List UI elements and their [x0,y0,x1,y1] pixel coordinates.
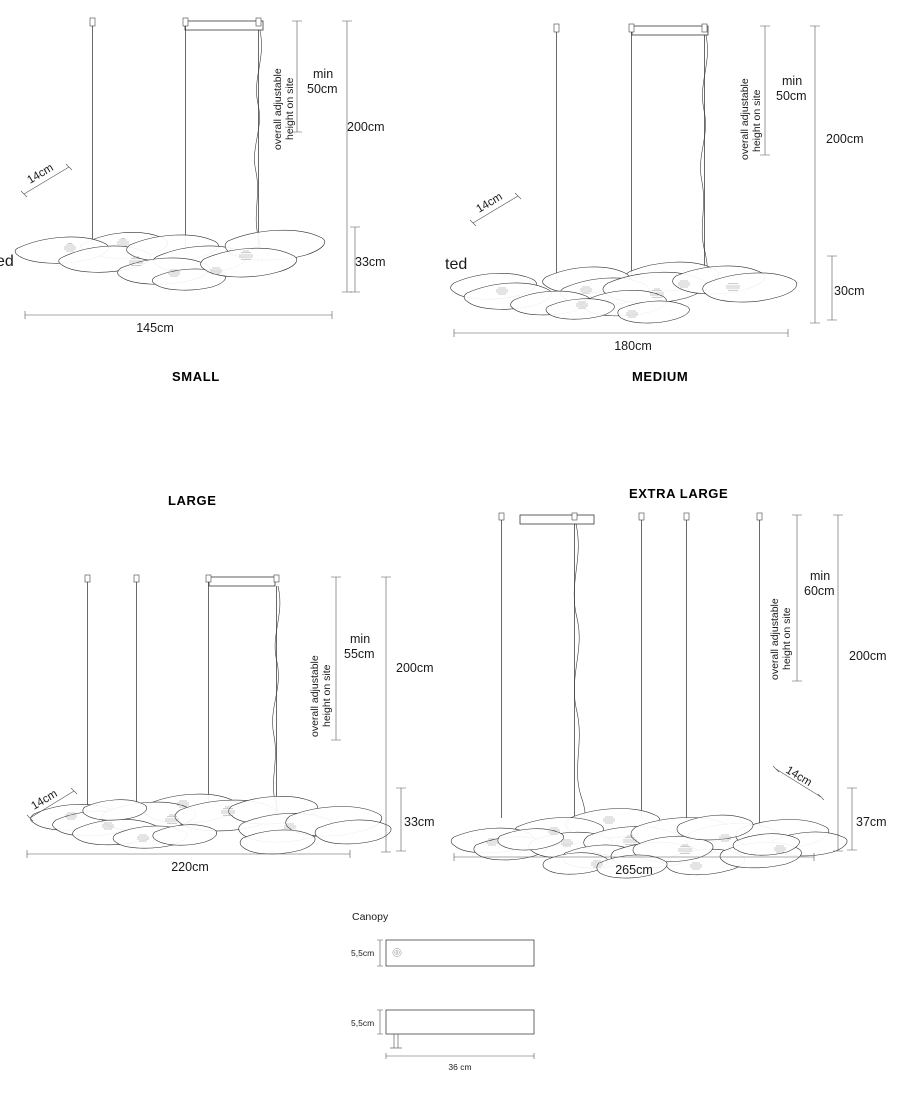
min-height-dimension-medium: min 50cm [760,25,807,156]
drop-label-large: 33cm [404,815,435,829]
petal-cluster-large [30,793,392,855]
width-label-large: 220cm [171,860,209,874]
min-height-dimension-extra-large: min 60cm [792,514,835,682]
power-cable-extra-large [573,523,586,821]
width-label-medium: 180cm [614,339,652,353]
canopy-elevation-view: 5,5cm 36 cm [351,1009,535,1072]
adjustable-note-line1: overall adjustable [739,78,751,160]
canopy-detail-panel: Canopy 5,5cm 5,5cm [330,900,580,1080]
canopy-drawing: 5,5cm 5,5cm 36 cm [351,939,535,1072]
canopy-width-label: 36 cm [448,1062,471,1072]
min-height-label-line2-small: 50cm [307,82,338,96]
min-height-dimension-small: min 50cm [292,20,338,133]
canopy-bar-medium [631,25,709,36]
petal-cluster-extra-large [450,808,848,879]
extra-large-drawing: 14cm min 60cm overall adjustable height … [450,512,887,879]
adjustable-note-line1: overall adjustable [769,598,781,680]
width-dimension-extra-large: 265cm [453,853,815,877]
adjustable-note-medium: overall adjustable height on site [739,78,763,160]
variant-panel-medium: 14cm ted min 50cm overall adjustable hei… [440,0,900,384]
suspension-cables-small [92,26,259,262]
medium-drawing: 14cm ted min 50cm overall adjustable hei… [445,23,865,353]
adjustable-note-line2: height on site [781,607,793,670]
canopy-bar-small [184,20,264,31]
min-height-label-line2-extra-large: 60cm [804,584,835,598]
total-height-label-extra-large: 200cm [849,649,887,663]
min-height-label-line2-large: 55cm [344,647,375,661]
edge-text-fragment-small: ed [0,253,14,270]
edge-text-fragment-medium: ted [445,256,467,273]
min-height-label-line1-extra-large: min [810,569,830,583]
suspension-cables-extra-large [501,520,760,826]
variant-title-medium: MEDIUM [632,369,689,384]
width-label-extra-large: 265cm [615,863,653,877]
canopy-height-label-bottom: 5,5cm [351,1018,374,1028]
canopy-outlet-icon [392,948,402,957]
depth-dimension-small: 14cm [20,162,73,198]
adjustable-note-line1: overall adjustable [309,655,321,737]
adjustable-note-small: overall adjustable height on site [272,68,296,150]
adjustable-note-line2: height on site [284,77,296,140]
drop-label-medium: 30cm [834,284,865,298]
drop-dimension-medium: 30cm [827,255,865,321]
variant-title-large: LARGE [168,493,217,508]
adjustable-note-line2: height on site [751,89,763,152]
width-dimension-medium: 180cm [453,329,789,353]
suspension-cables-medium [556,32,705,287]
variant-panel-extra-large: 14cm min 60cm overall adjustable height … [440,500,900,890]
variant-title-small: SMALL [172,369,220,384]
variant-title-extra-large: EXTRA LARGE [629,486,729,501]
depth-dimension-extra-large: 14cm [772,764,825,801]
depth-dimension-medium: 14cm [469,191,522,227]
canopy-caption: Canopy [352,911,389,923]
adjustable-note-large: overall adjustable height on site [309,655,333,737]
total-height-dimension-extra-large: 200cm [833,514,887,852]
suspension-cables-large [87,582,277,820]
drop-dimension-small: 33cm [350,226,386,293]
canopy-height-label-top: 5,5cm [351,948,374,958]
drop-label-extra-large: 37cm [856,815,887,829]
total-height-dimension-large: 200cm [381,576,434,853]
total-height-label-medium: 200cm [826,132,864,146]
petal-cluster-small [14,229,326,291]
adjustable-note-line2: height on site [321,664,333,727]
petal-cluster-medium [450,261,798,324]
depth-label-extra-large: 14cm [783,764,813,789]
total-height-label-large: 200cm [396,661,434,675]
min-height-dimension-large: min 55cm [331,576,375,741]
drop-label-small: 33cm [355,255,386,269]
canopy-bar-large [208,576,276,587]
width-dimension-small: 145cm [24,311,333,335]
canopy-plan-view: 5,5cm [351,939,535,967]
total-height-label-small: 200cm [347,120,385,134]
min-height-label-line1-medium: min [782,74,802,88]
min-height-label-line1-large: min [350,632,370,646]
depth-label-small: 14cm [25,162,55,187]
power-cable-medium [700,34,708,278]
total-height-dimension-medium: 200cm [810,25,864,324]
depth-label-medium: 14cm [474,191,504,216]
large-drawing: 14cm min 55cm overall adjustable height … [26,574,435,874]
width-dimension-large: 220cm [26,850,351,874]
adjustable-note-extra-large: overall adjustable height on site [769,598,793,680]
drop-dimension-extra-large: 37cm [847,787,887,851]
variant-panel-large: 14cm min 55cm overall adjustable height … [0,520,460,890]
drop-dimension-large: 33cm [396,787,435,852]
small-drawing: 14cm ed min 50cm overall adjustable heig… [0,17,386,335]
min-height-label-line2-medium: 50cm [776,89,807,103]
canopy-bar-extra-large [519,514,595,525]
variant-panel-small: 14cm ed min 50cm overall adjustable heig… [0,0,440,384]
width-label-small: 145cm [136,321,174,335]
total-height-dimension-small: 200cm [342,20,385,293]
adjustable-note-line1: overall adjustable [272,68,284,150]
min-height-label-line1-small: min [313,67,333,81]
